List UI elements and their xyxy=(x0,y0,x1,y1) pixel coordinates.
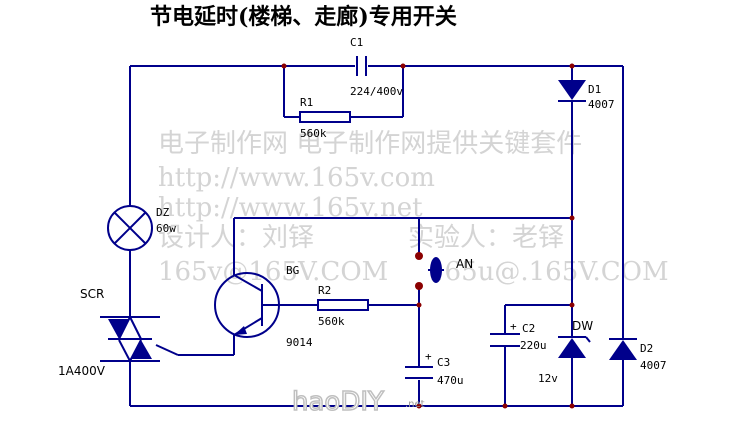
capacitor-c2: + C2 220u xyxy=(490,320,547,352)
push-button-an: AN xyxy=(415,252,473,290)
zener-dw: DW 12v xyxy=(538,319,593,385)
scr-value: 1A400V xyxy=(58,364,106,378)
thyristor-scr: SCR 1A400V xyxy=(58,287,160,378)
diagram-title: 节电延时(楼梯、走廊)专用开关 xyxy=(150,4,457,30)
r1-name: R1 xyxy=(300,96,313,109)
bg-value: 9014 xyxy=(286,336,313,349)
watermark-tester: 实验人：老铎 xyxy=(408,223,564,253)
c1-value: 224/400v xyxy=(350,85,403,98)
watermark-email-2: 165u@.165V.COM xyxy=(428,257,669,287)
r2-value: 560k xyxy=(318,315,345,328)
watermark-email-1: 165v@165V.COM xyxy=(158,257,388,287)
d1-value: 4007 xyxy=(588,98,615,111)
capacitor-c3: + C3 470u xyxy=(405,350,464,387)
d2-value: 4007 xyxy=(640,359,667,372)
diode-d1: D1 4007 xyxy=(558,80,615,111)
brand-logo-text: haoDIY xyxy=(292,387,384,417)
scr-name: SCR xyxy=(80,287,104,301)
an-name: AN xyxy=(456,257,473,271)
bg-name: BG xyxy=(286,264,299,277)
wires xyxy=(129,65,624,407)
dw-name: DW xyxy=(572,319,593,333)
d2-name: D2 xyxy=(640,342,653,355)
c3-name: C3 xyxy=(437,356,450,369)
c1-name: C1 xyxy=(350,36,363,49)
r1-value: 560k xyxy=(300,127,327,140)
dz-value: 60w xyxy=(156,222,176,235)
transistor-bg: BG 9014 xyxy=(214,264,313,349)
c3-polarity: + xyxy=(425,350,432,363)
watermark-layer: 电子制作网 电子制作网提供关键套件 http://www.165v.com ht… xyxy=(158,129,669,287)
brand-logo: haoDIY .net xyxy=(291,386,425,418)
c2-polarity: + xyxy=(510,320,517,333)
c2-value: 220u xyxy=(520,339,547,352)
resistor-r2: R2 560k xyxy=(317,284,369,328)
d1-name: D1 xyxy=(588,83,601,96)
r2-name: R2 xyxy=(318,284,331,297)
watermark-line-2: http://www.165v.com xyxy=(158,163,435,193)
dw-value: 12v xyxy=(538,372,558,385)
resistor-r1: R1 560k xyxy=(299,96,351,140)
dz-name: DZ xyxy=(156,206,170,219)
c3-value: 470u xyxy=(437,374,464,387)
diode-d2: D2 4007 xyxy=(609,338,667,372)
brand-logo-suffix: .net xyxy=(405,399,425,410)
c2-name: C2 xyxy=(522,322,535,335)
lamp-dz: DZ 60w xyxy=(107,205,176,251)
junctions xyxy=(281,63,575,409)
watermark-designer: 设计人：刘铎 xyxy=(158,223,314,253)
watermark-line-1: 电子制作网 电子制作网提供关键套件 xyxy=(158,129,582,159)
capacitor-c1: C1 224/400v xyxy=(350,36,403,98)
